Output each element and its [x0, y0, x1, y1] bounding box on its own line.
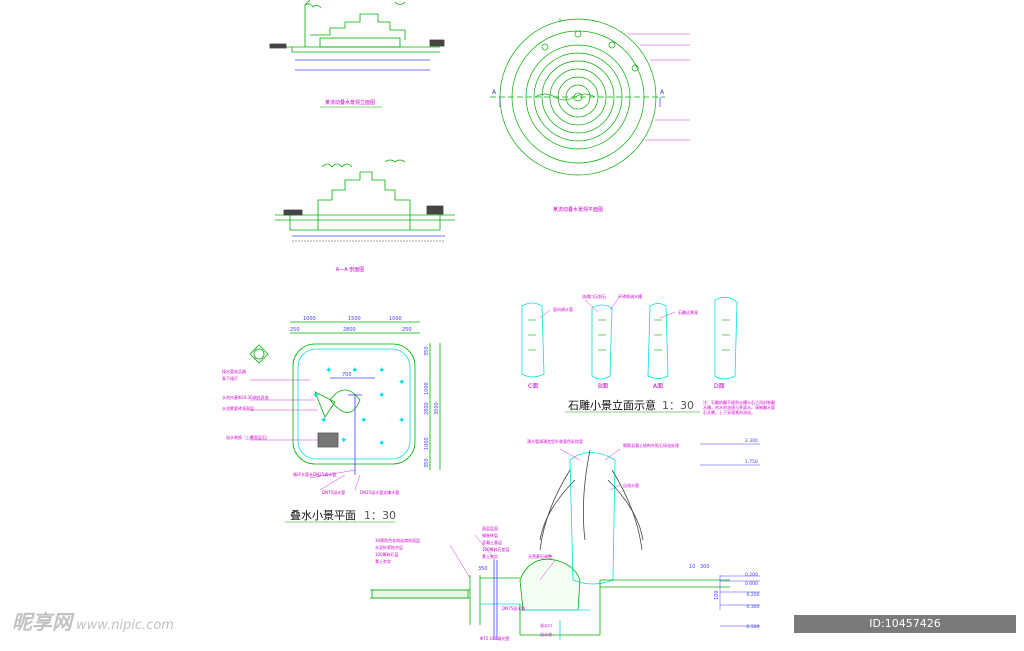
section-dim-3: 100 [714, 590, 720, 600]
face-label-3: 石雕远景观 [678, 309, 698, 315]
plan-label-3: 水池壁瓷砖滴面层 [222, 405, 254, 411]
dim-second-2: 250 [402, 327, 412, 333]
pool-plan-callouts: 接水管成品器 乘下接灯 水池内基Φ20-30调花弄底 水池壁瓷砖滴面层 溢水装换… [222, 368, 399, 495]
dim-top-0: 1000 [303, 316, 316, 322]
pool-plan-drawing [249, 321, 441, 491]
section-aa-title: A—A 剖面图 [336, 266, 364, 273]
pool-plan-stars: ✦ ✦ ✦ ✦ ✦ ✦ ✦ ✦ ✦ ✦ ✦ [312, 366, 406, 449]
dim-right-5: 350 [424, 458, 430, 468]
section-dim-2: 300 [700, 564, 710, 570]
section-top-callouts: 面层层面 铺装砖层 混凝土基层 100厚碎石垫层 素土夯实 天然黄石调整 DN7… [480, 525, 552, 641]
plan-label-8: 循环水管长DN25调水管 [293, 471, 336, 477]
section-dimensions: 350 10 300 100 [478, 564, 720, 600]
dim-top-2: 1000 [389, 316, 402, 322]
plan-label-4: 溢水装换（上覆面层石） [226, 434, 270, 440]
section-level-marks: 2.300 1.750 0.200 0.000 -0.200 -0.300 -0… [745, 438, 760, 630]
svg-text:✦: ✦ [320, 416, 328, 426]
stone-note: 注：石雕的雕不规则水槽与石之间封制雕水槽，由水的流速与界面水。调制雕水管石头需，… [703, 400, 775, 415]
section-label-7: 溢水口 [540, 622, 552, 628]
section-left-3: 素土夯实 [375, 558, 391, 564]
dim-right-2: 2800 [424, 402, 430, 415]
section-label-4: 素土夯实 [482, 553, 498, 559]
level-3: 0.000 [745, 581, 758, 587]
plan-label-1: 乘下接灯 [222, 375, 238, 381]
level-2: 0.200 [745, 572, 758, 578]
svg-text:✦: ✦ [340, 436, 348, 446]
face-label-1: 流通口压剖石 [582, 293, 606, 299]
brand-watermark: 昵享网 www.nipic.com [12, 606, 174, 635]
face-b: B面 [598, 383, 608, 390]
stone-face-letters: C面 B面 A面 D面 [528, 383, 725, 390]
section-left-2: 100厚碎石层 [375, 551, 399, 557]
stone-note-box: 注：石雕的雕不规则水槽与石之间封制雕水槽，由水的流速与界面水。调制雕水管石头需，… [703, 400, 775, 415]
level-6: -0.500 [745, 624, 760, 630]
dim-second-1: 2800 [343, 327, 356, 333]
brand-url: www.nipic.com [76, 618, 174, 633]
section-dim-0: 350 [478, 566, 488, 572]
dim-right-3: 3500 [434, 402, 440, 415]
plan-label-7: DN25溢水管支撑水管 [360, 489, 399, 495]
section-label-5: 天然黄石调整 [528, 553, 552, 559]
section-label-9: Φ75-100调光壁 [480, 635, 509, 641]
section-left-callouts: 30厚防色花岗岩席前面层 水泥砂浆结合层 100厚碎石层 素土夯实 [375, 537, 420, 564]
section-marker-left: A [492, 89, 497, 96]
section-right-1: 钢筋混凝土结构外贴石场溢处理 [623, 442, 679, 448]
pool-plan-right-dimensions: 350 1000 2800 3500 1000 350 [424, 346, 440, 468]
stone-elevations [521, 295, 738, 380]
id-watermark: ID:10457426 NO:20181022152954636480 [794, 615, 1016, 648]
pool-plan-dimensions: 1000 1500 1000 250 2800 250 700 [290, 316, 412, 378]
section-right-callouts: 涌水管调涌造型外装管色彩纹案 钢筋混凝土结构外贴石场溢处理 自流水管 [527, 438, 679, 488]
brand-name: 昵享网 [12, 610, 72, 634]
section-right-2: 自流水管 [623, 482, 639, 488]
svg-text:✦: ✦ [360, 416, 368, 426]
section-left-0: 30厚防色花岗岩席前面层 [375, 537, 420, 543]
svg-text:✦: ✦ [312, 391, 320, 401]
svg-text:✦: ✦ [398, 378, 406, 388]
section-left-1: 水泥砂浆结合层 [375, 544, 403, 550]
plan-label-0: 接水管成品器 [222, 368, 246, 374]
dim-inner: 700 [342, 372, 352, 378]
section-marker-right: A [660, 89, 665, 96]
section-right-0: 涌水管调涌造型外装管色彩纹案 [527, 438, 583, 444]
section-label-2: 混凝土基层 [482, 539, 502, 545]
face-label-0: 面向调水管 [553, 306, 573, 312]
svg-text:✦: ✦ [398, 416, 406, 426]
svg-text:✦: ✦ [351, 366, 359, 376]
level-5: -0.300 [745, 604, 760, 610]
dim-right-0: 350 [424, 346, 430, 356]
section-label-1: 铺装砖层 [482, 532, 498, 538]
top-elevation-drawing [269, 0, 445, 71]
face-label-2: 不锈钢调水槽 [618, 293, 642, 299]
water-feature-section [370, 443, 760, 640]
section-label-0: 面层层面 [482, 525, 498, 531]
svg-text:✦: ✦ [378, 391, 386, 401]
svg-text:✦: ✦ [378, 439, 386, 449]
face-c: C面 [528, 383, 538, 390]
top-elevation-title: 某流动叠水景观立面图 [325, 99, 375, 106]
dim-top-1: 1500 [348, 316, 361, 322]
svg-text:✦: ✦ [378, 366, 386, 376]
circular-plan-title: 某流动叠水景观平面图 [553, 206, 603, 213]
section-label-6: DN75溢水管 [502, 605, 525, 611]
face-a: A面 [653, 383, 663, 390]
stone-face-callouts: 面向调水管 流通口压剖石 不锈钢调水槽 石雕远景观 [553, 293, 698, 315]
plan-label-2: 水池内基Φ20-30调花弄底 [222, 394, 269, 400]
section-label-3: 100厚碎石垫层 [482, 546, 510, 552]
stepped-section-drawing [275, 159, 455, 242]
svg-text:✦: ✦ [325, 366, 333, 376]
level-1: 1.750 [745, 459, 758, 465]
circular-plan-drawing [490, 18, 690, 176]
section-dim-1: 10 [689, 564, 695, 570]
section-label-8: 溢水池 [540, 631, 552, 637]
dim-second-0: 250 [290, 327, 300, 333]
face-d: D面 [714, 383, 725, 390]
level-4: -0.200 [745, 592, 760, 598]
dim-right-1: 1000 [424, 382, 430, 395]
dim-right-4: 1000 [424, 437, 430, 450]
level-0: 2.300 [745, 438, 758, 444]
plan-label-6: DN75溢水管 [322, 489, 345, 495]
